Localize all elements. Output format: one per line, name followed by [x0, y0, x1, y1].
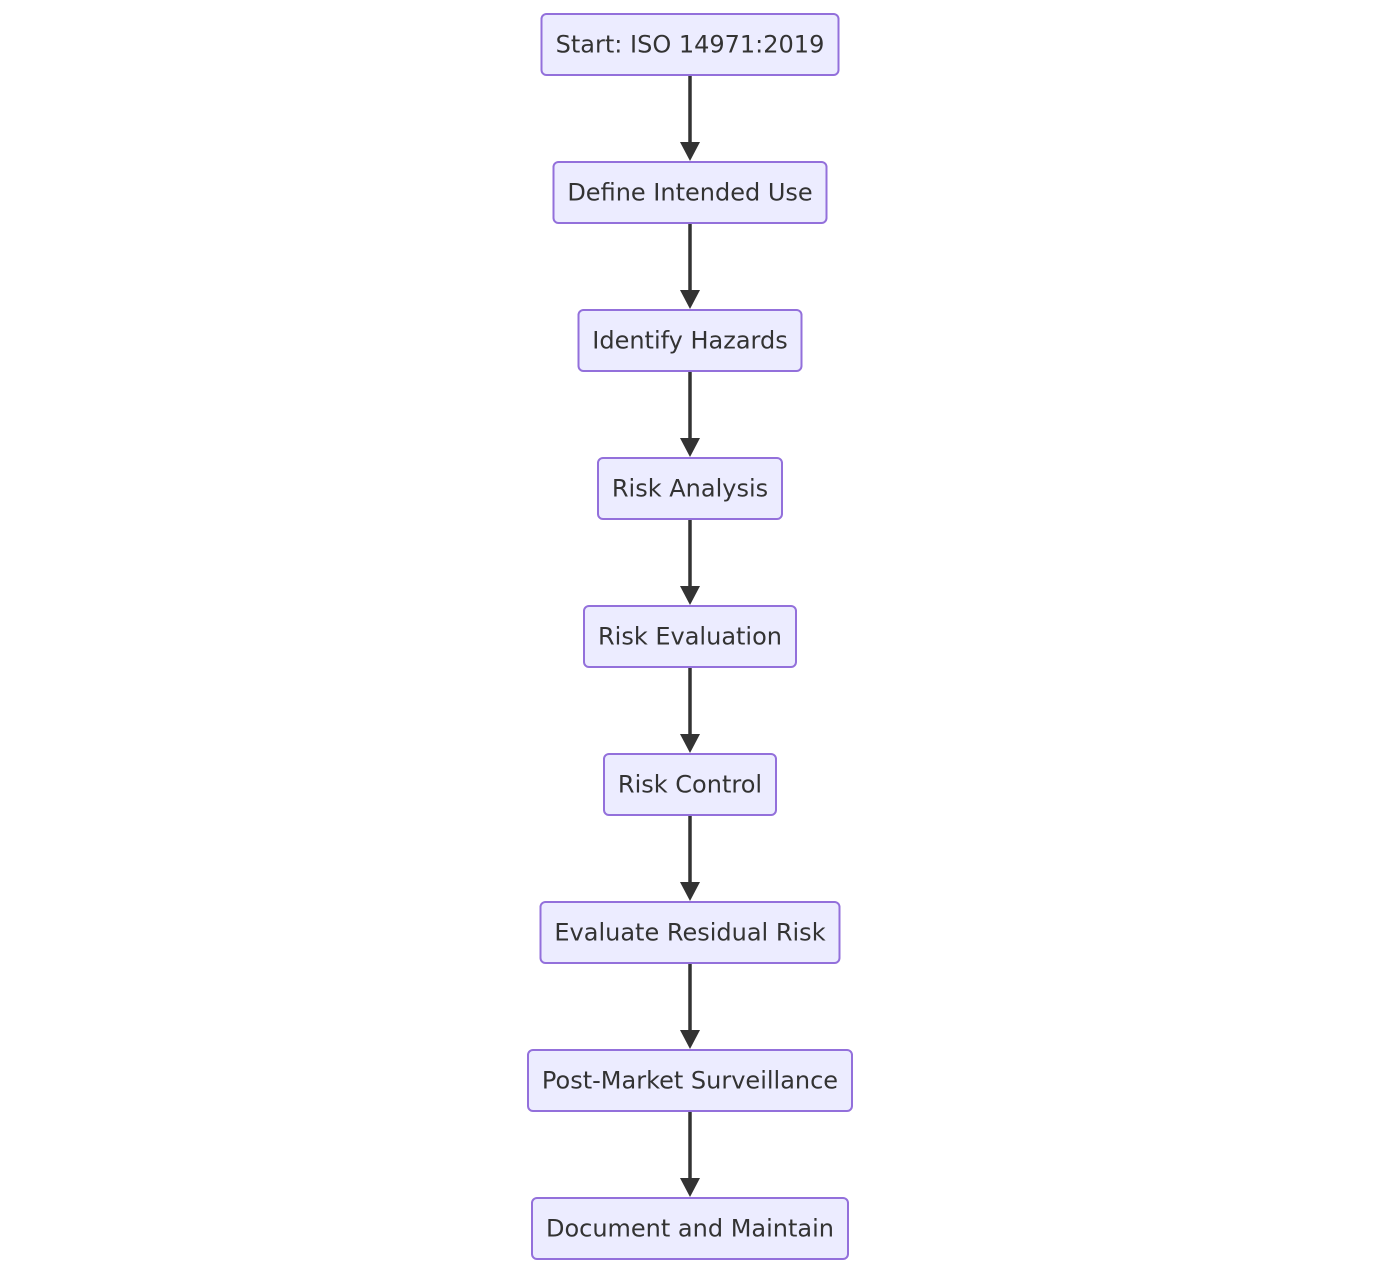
edge-define-to-identify	[680, 224, 700, 309]
edge-control-to-residual	[680, 816, 700, 901]
node-label: Start: ISO 14971:2019	[556, 31, 825, 59]
node-box	[597, 457, 783, 520]
node-control: Risk Control	[603, 753, 777, 816]
node-box	[527, 1049, 853, 1112]
edge-surveillance-to-document	[680, 1112, 700, 1197]
node-identify: Identify Hazards	[577, 309, 803, 372]
node-analysis: Risk Analysis	[597, 457, 783, 520]
node-label: Evaluate Residual Risk	[554, 919, 825, 947]
node-box	[577, 309, 803, 372]
edges-layer	[680, 76, 700, 1197]
node-label: Risk Control	[618, 771, 762, 799]
node-box	[540, 13, 840, 76]
arrowhead-icon	[680, 438, 700, 457]
arrowhead-icon	[680, 1030, 700, 1049]
node-define: Define Intended Use	[552, 161, 828, 224]
node-residual: Evaluate Residual Risk	[539, 901, 841, 964]
node-label: Define Intended Use	[567, 179, 812, 207]
arrowhead-icon	[680, 1178, 700, 1197]
arrowhead-icon	[680, 734, 700, 753]
arrowhead-icon	[680, 882, 700, 901]
node-evaluation: Risk Evaluation	[583, 605, 797, 668]
node-label: Document and Maintain	[546, 1215, 834, 1243]
node-surveillance: Post-Market Surveillance	[527, 1049, 853, 1112]
edge-residual-to-surveillance	[680, 964, 700, 1049]
node-label: Identify Hazards	[592, 327, 787, 355]
edge-evaluation-to-control	[680, 668, 700, 753]
arrowhead-icon	[680, 586, 700, 605]
node-box	[603, 753, 777, 816]
node-label: Post-Market Surveillance	[542, 1067, 838, 1095]
node-box	[539, 901, 841, 964]
node-box	[583, 605, 797, 668]
node-label: Risk Analysis	[612, 475, 768, 503]
node-document: Document and Maintain	[531, 1197, 849, 1260]
arrowhead-icon	[680, 142, 700, 161]
arrowhead-icon	[680, 290, 700, 309]
node-box	[531, 1197, 849, 1260]
edge-start-to-define	[680, 76, 700, 161]
node-box	[552, 161, 828, 224]
edge-analysis-to-evaluation	[680, 520, 700, 605]
node-label: Risk Evaluation	[598, 623, 782, 651]
edge-identify-to-analysis	[680, 372, 700, 457]
node-start: Start: ISO 14971:2019	[540, 13, 840, 76]
